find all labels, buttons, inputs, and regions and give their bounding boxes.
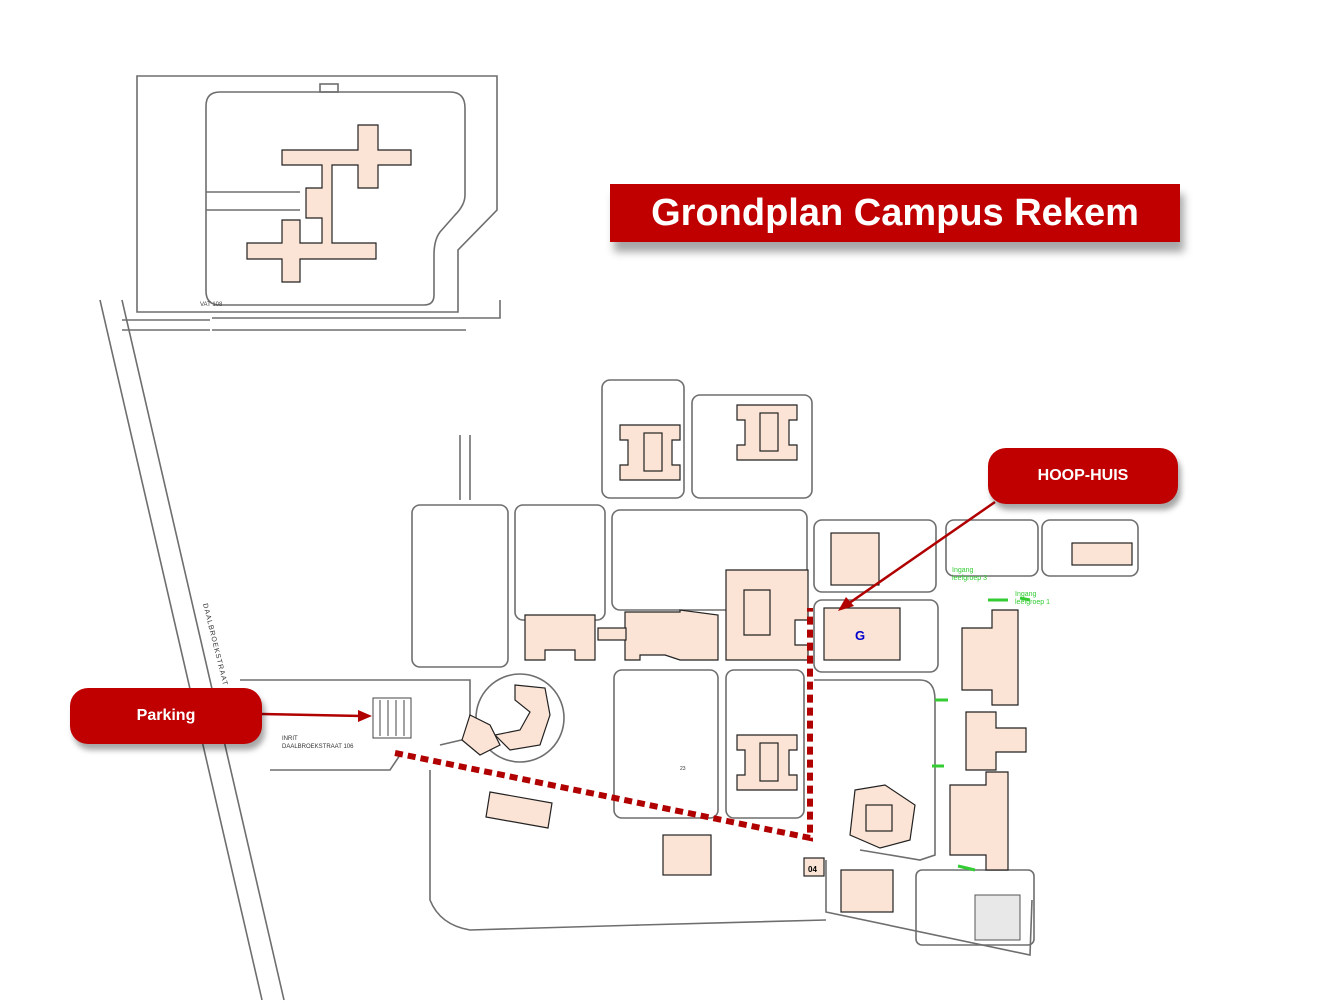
street-label: DAALBROEKSTRAAT (201, 603, 228, 687)
building-g-label: G (855, 628, 865, 643)
parking-arrow (261, 710, 372, 722)
top-road-label: VAT 108 (200, 302, 223, 308)
ingang-3-label-2: leefgroep 3 (952, 575, 987, 582)
walking-route (394, 608, 813, 842)
parking-lot (372, 697, 412, 739)
entrance-label-2: DAALBROEKSTRAAT 106 (282, 744, 354, 750)
buildings: G 04 (372, 404, 1133, 941)
hoop-huis-arrow (838, 500, 996, 611)
parking-callout: Parking (70, 688, 262, 744)
ingang-1-label: Ingang (1015, 591, 1037, 598)
small-building-label: 23 (680, 766, 686, 772)
building-g (823, 607, 901, 661)
entrance-markers: Ingang leefgroep 3 Ingang leefgroep 1 (932, 567, 1050, 872)
top-cross-building (246, 124, 412, 283)
round-building (493, 684, 551, 751)
page-title: Grondplan Campus Rekem (610, 184, 1180, 242)
building-04-label: 04 (808, 865, 817, 874)
ingang-1-label-2: leefgroep 1 (1015, 599, 1050, 606)
ingang-3-label: Ingang (952, 567, 974, 574)
hoop-huis-callout: HOOP-HUIS (988, 448, 1178, 504)
entrance-label-1: INRIT (282, 736, 298, 742)
top-enclosure: VAT 108 (136, 75, 498, 313)
building-04 (803, 857, 825, 877)
